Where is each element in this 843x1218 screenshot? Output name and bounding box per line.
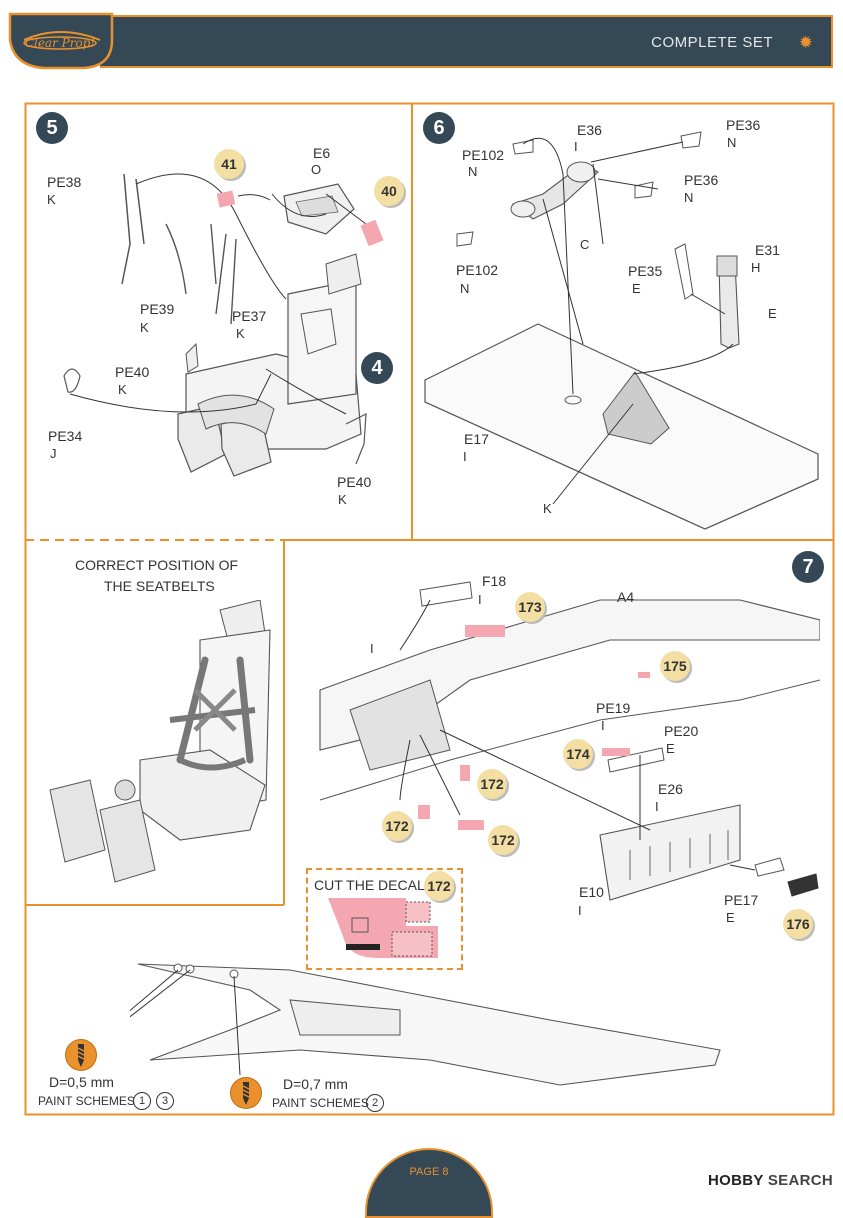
control-stick-drawing [424, 131, 819, 530]
watermark: HOBBY SEARCH [708, 1172, 833, 1189]
code-pe19: I [601, 718, 605, 733]
header-bar: COMPLETE SET ✹ [100, 15, 833, 68]
page-header: COMPLETE SET ✹ Clear Prop! [0, 0, 843, 72]
label-pe38: PE38 [47, 174, 82, 190]
code-pe38: K [47, 192, 56, 207]
paint-scheme-1: 1 [133, 1092, 151, 1110]
page-number: PAGE 8 [409, 1166, 449, 1178]
drill-size-2: D=0,7 mm [283, 1076, 348, 1092]
code-e26: I [655, 799, 659, 814]
code-pe102-b: N [460, 281, 470, 296]
watermark-brand: HOBBY [707, 1172, 764, 1189]
code-pe40-a: K [118, 382, 127, 397]
fuselage-drilling-drawing [130, 963, 721, 1086]
code-pe39: K [140, 320, 149, 335]
label-pe102-a: PE102 [462, 147, 505, 163]
label-pe37: PE37 [232, 308, 267, 324]
decal-174: 174 [563, 739, 593, 769]
seatbelts-title-line1: CORRECT POSITION OF [75, 557, 239, 573]
label-e36: E36 [577, 122, 602, 138]
step-6-badge: 6 [423, 112, 455, 144]
instrument-panel-drawing [319, 581, 820, 901]
label-pe19: PE19 [596, 700, 631, 716]
paint-schemes-1-label: PAINT SCHEMES [38, 1094, 135, 1108]
label-e26: E26 [658, 781, 683, 797]
drill-size-1: D=0,5 mm [49, 1074, 114, 1090]
decal-173: 173 [515, 592, 545, 622]
label-c: C [580, 237, 590, 252]
gear-icon: ✹ [798, 33, 813, 52]
label-pe17: PE17 [724, 892, 759, 908]
label-a4: A4 [617, 589, 635, 605]
code-pe36-b: N [684, 190, 694, 205]
code-pe102-a: N [468, 164, 478, 179]
code-e10: I [578, 903, 582, 918]
label-pe36-a: PE36 [726, 117, 761, 133]
label-pe36-b: PE36 [684, 172, 719, 188]
paint-scheme-2: 2 [366, 1094, 384, 1112]
label-pe40-b: PE40 [337, 474, 372, 490]
code-e6: O [311, 162, 322, 177]
cut-decal-drawing [328, 898, 438, 958]
decal-40: 40 [374, 176, 404, 206]
seatbelts-title-line2: THE SEATBELTS [104, 578, 215, 594]
code-pe20: E [666, 741, 675, 756]
code-pe17: E [726, 910, 735, 925]
logo-text: Clear Prop! [25, 36, 96, 50]
cut-decal-number: 172 [424, 871, 454, 901]
label-e17: E17 [464, 431, 489, 447]
decal-172-b: 172 [382, 811, 412, 841]
decal-176: 176 [783, 909, 813, 939]
label-i: I [370, 641, 374, 656]
decal-172-a: 172 [477, 769, 507, 799]
code-pe37: K [236, 326, 245, 341]
label-e31: E31 [755, 242, 780, 258]
code-pe40-b: K [338, 492, 347, 507]
cut-decal-label: CUT THE DECAL [314, 877, 425, 893]
header-title: COMPLETE SET [651, 34, 773, 51]
decal-175: 175 [660, 651, 690, 681]
decal-172-c: 172 [488, 825, 518, 855]
substep-4-badge: 4 [361, 352, 393, 384]
seat-assembly-drawing [63, 173, 384, 477]
code-e17: I [463, 449, 467, 464]
label-k: K [543, 501, 552, 516]
label-e6: E6 [313, 145, 331, 161]
seatbelt-position-drawing [49, 600, 271, 883]
code-e36: I [574, 139, 578, 154]
cut-decal-box [306, 868, 463, 970]
code-pe34: J [50, 446, 57, 461]
step-5-badge: 5 [36, 112, 68, 144]
watermark-rest: SEARCH [767, 1172, 833, 1189]
drill-icon-2 [231, 1078, 261, 1108]
code-pe36-a: N [727, 135, 737, 150]
label-pe20: PE20 [664, 723, 699, 739]
label-pe102-b: PE102 [456, 262, 499, 278]
decal-41: 41 [214, 149, 244, 179]
paint-scheme-3: 3 [156, 1092, 174, 1110]
label-pe40-a: PE40 [115, 364, 150, 380]
label-pe35: PE35 [628, 263, 663, 279]
label-f18: F18 [482, 573, 507, 589]
drill-icon-1 [66, 1040, 96, 1070]
label-pe34: PE34 [48, 428, 83, 444]
label-e10: E10 [579, 884, 604, 900]
label-e: E [768, 306, 777, 321]
code-e31: H [751, 260, 761, 275]
step-7-badge: 7 [792, 551, 824, 583]
code-f18: I [478, 592, 482, 607]
label-pe39: PE39 [140, 301, 175, 317]
brand-logo: Clear Prop! [8, 12, 114, 70]
code-pe35: E [632, 281, 641, 296]
paint-schemes-2-label: PAINT SCHEMES [272, 1096, 369, 1110]
